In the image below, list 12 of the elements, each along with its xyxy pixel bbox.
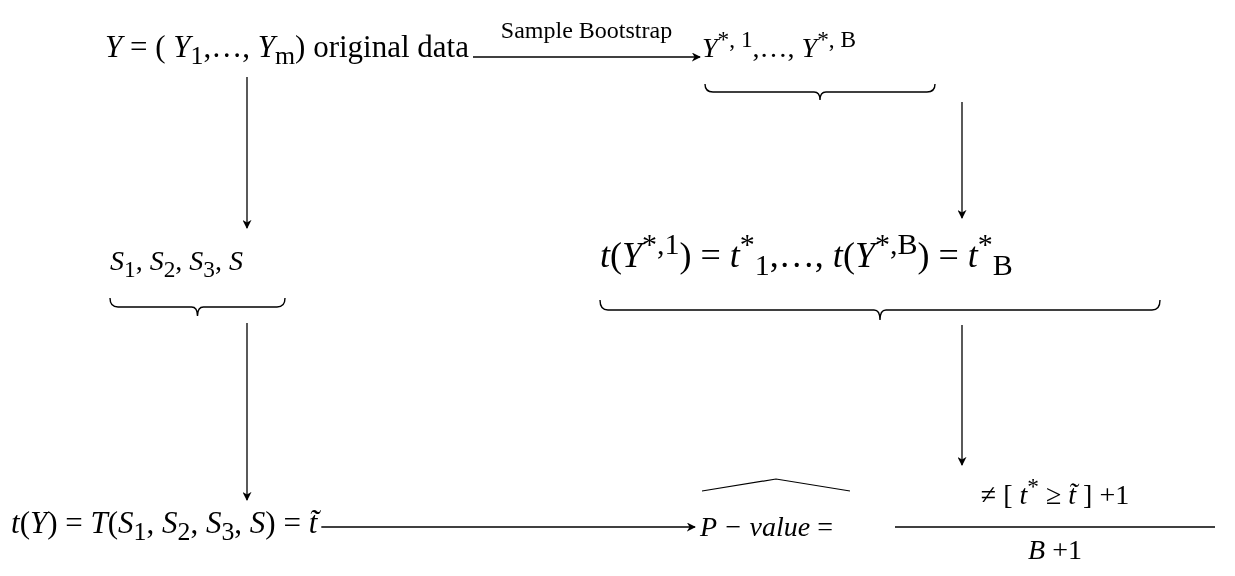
arrow <box>957 324 967 466</box>
math-text: Y$^{*, 1}$,…, Y$^{*, B}$ <box>702 26 857 65</box>
arrow <box>242 76 252 229</box>
math-text: Y = ( Y$_{1}$,…, Y$_{m}$) original data <box>105 28 469 73</box>
math-text: P − value = <box>700 510 833 544</box>
arrow <box>957 101 967 219</box>
arrow <box>320 522 696 532</box>
arrow <box>242 322 252 501</box>
math-text: ≠ [ t$^{*}$ ≥ t̃ ] +1 <box>979 473 1131 512</box>
math-text: S$_{1}$, S$_{2}$, S$_{3}$, S <box>110 244 243 284</box>
math-text: B +1 <box>1027 533 1083 567</box>
arrow <box>472 52 701 62</box>
